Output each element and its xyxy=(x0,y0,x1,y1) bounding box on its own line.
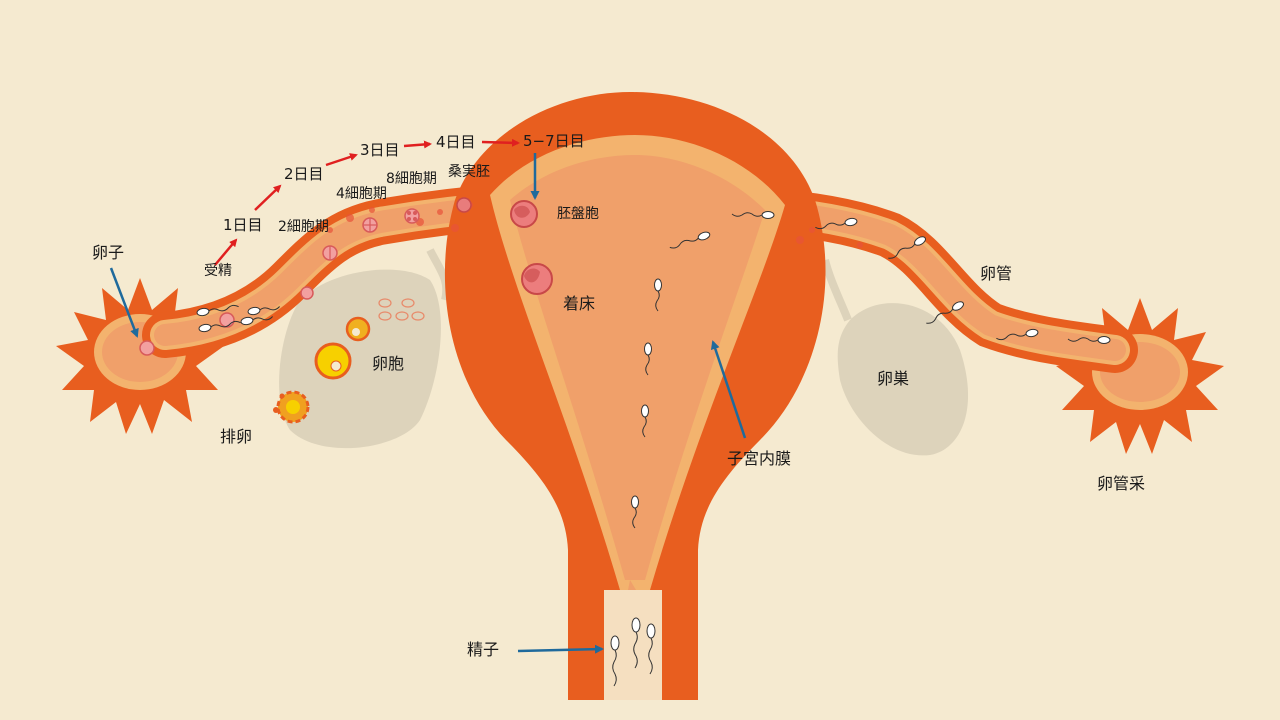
label-day5-7: 5−7日目 xyxy=(523,132,585,150)
label-2cell: 2細胞期 xyxy=(278,219,329,235)
follicle-medium xyxy=(345,316,371,342)
label-sperm: 精子 xyxy=(467,640,500,659)
embryo-2cell xyxy=(322,245,338,261)
cervical-canal xyxy=(628,580,636,590)
left-fimbria xyxy=(56,278,224,434)
label-day4: 4日目 xyxy=(436,133,476,151)
label-ovulation: 排卵 xyxy=(220,427,253,446)
label-fertilization: 受精 xyxy=(204,263,232,279)
ovulating-follicle xyxy=(273,390,310,424)
arrow-fert-day1 xyxy=(214,238,238,266)
label-ovary: 卵巣 xyxy=(877,369,910,388)
arrow-egg xyxy=(109,267,139,338)
ovarian-ligament-right xyxy=(821,258,852,322)
arrow-day4-day5 xyxy=(481,138,520,147)
label-8cell: 8細胞期 xyxy=(386,171,437,187)
embryo-4cell xyxy=(362,217,378,233)
embryo-8cell xyxy=(404,208,420,224)
label-endometrium: 子宮内膜 xyxy=(727,449,792,468)
label-morula: 桑実胚 xyxy=(448,164,490,180)
fertilized-egg xyxy=(219,312,235,328)
arrow-day2-day3 xyxy=(325,153,358,167)
label-follicle: 卵胞 xyxy=(372,354,405,373)
tube-tissue-right xyxy=(796,227,863,248)
right-fimbria xyxy=(1056,298,1224,454)
right-ovary xyxy=(837,303,969,456)
label-day3: 3日目 xyxy=(360,141,400,159)
arrow-day1-day2 xyxy=(254,184,282,211)
label-implantation: 着床 xyxy=(563,294,596,313)
uterine-cavity xyxy=(510,155,765,580)
label-4cell: 4細胞期 xyxy=(336,186,387,202)
arrow-day3-day4 xyxy=(403,140,432,149)
follicle-small-cluster xyxy=(378,298,425,321)
left-ovary xyxy=(279,269,441,449)
follicle-large xyxy=(314,342,352,380)
zygote xyxy=(300,286,314,300)
label-fallopian-tube: 卵管 xyxy=(980,264,1013,283)
implanting-embryo xyxy=(521,263,553,295)
egg-cell xyxy=(139,340,155,356)
label-day2: 2日目 xyxy=(284,165,324,183)
morula-cell xyxy=(456,197,472,213)
arrow-endometrium xyxy=(710,340,747,439)
pointer-arrows xyxy=(109,153,747,654)
label-day1: 1日目 xyxy=(223,216,263,234)
blastocyst-cell xyxy=(510,200,538,228)
arrow-sperm xyxy=(517,644,604,654)
sperm-cells xyxy=(196,211,1111,687)
label-fimbria: 卵管采 xyxy=(1097,474,1146,493)
day-progression-arrows xyxy=(214,138,520,266)
label-egg: 卵子 xyxy=(92,243,125,262)
label-blastocyst: 胚盤胞 xyxy=(557,206,599,222)
